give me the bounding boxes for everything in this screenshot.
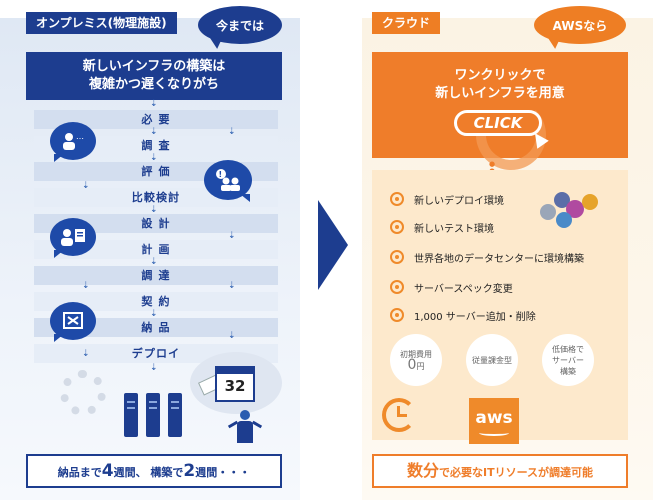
svg-text:…: … xyxy=(76,132,84,141)
target-icon xyxy=(390,280,404,294)
left-bubble-text: 今までは xyxy=(216,17,264,34)
cloud-heading-line1: ワンクリックで xyxy=(372,64,628,83)
step-item: 調 達 xyxy=(34,266,278,285)
people-icon: ! xyxy=(213,168,243,192)
arrow-down-icon: ⇣ xyxy=(150,154,158,163)
right-bubble-text: AWSなら xyxy=(553,17,608,34)
click-button[interactable]: CLICK xyxy=(454,110,542,136)
feature-item: 新しいデプロイ環境 xyxy=(390,190,504,208)
calendar-icon: 32 xyxy=(215,366,255,402)
cloud-heading: ワンクリックで 新しいインフラを用意 CLICK xyxy=(372,52,628,158)
feature-item: サーバースペック変更 xyxy=(390,278,513,296)
person-icon: … xyxy=(60,131,86,151)
gear-icon xyxy=(60,370,106,416)
arrow-down-icon: ⇣ xyxy=(82,182,90,191)
arrow-down-icon: ⇣ xyxy=(150,258,158,267)
onpremise-heading-line1: 新しいインフラの構築は xyxy=(26,58,282,76)
contract-icon xyxy=(62,311,84,331)
arrow-down-icon: ⇣ xyxy=(82,282,90,291)
server-icon xyxy=(124,393,138,437)
arrow-down-icon: ⇣ xyxy=(150,100,158,109)
target-icon xyxy=(390,308,404,322)
arrow-down-icon: ⇣ xyxy=(150,128,158,137)
speech-bubble-icon: ! xyxy=(204,160,252,200)
pay-as-you-go-circle: 従量課金型 xyxy=(466,334,518,386)
server-icon xyxy=(168,393,182,437)
target-icon xyxy=(390,220,404,234)
feature-item: 1,000 サーバー追加・削除 xyxy=(390,306,536,324)
speech-bubble-icon xyxy=(50,302,96,340)
cloud-heading-line2: 新しいインフラを用意 xyxy=(372,82,628,101)
clock-icon xyxy=(382,398,416,432)
initial-cost-circle: 初期費用 0円 xyxy=(390,334,442,386)
target-icon xyxy=(390,192,404,206)
onpremise-footer: 納品まで4週間、 構築で2週間・・・ xyxy=(26,454,282,488)
cloud-tag: クラウド xyxy=(372,12,440,34)
arrow-down-icon: ⇣ xyxy=(150,364,158,373)
arrow-down-icon: ⇣ xyxy=(82,350,90,359)
arrow-down-icon: ⇣ xyxy=(150,206,158,215)
arrow-down-icon: ⇣ xyxy=(228,232,236,241)
low-cost-circle: 低価格で サーバー 構築 xyxy=(542,334,594,386)
confused-person-icon xyxy=(232,410,258,450)
arrow-down-icon: ⇣ xyxy=(228,128,236,137)
arrow-down-icon: ⇣ xyxy=(228,282,236,291)
document-person-icon xyxy=(59,226,87,248)
onpremise-heading-line2: 複雑かつ遅くなりがち xyxy=(26,76,282,94)
transition-arrow-icon xyxy=(318,200,348,290)
left-speech-bubble: 今までは xyxy=(198,6,282,44)
calendar-day: 32 xyxy=(225,377,246,395)
target-icon xyxy=(390,250,404,264)
arrow-down-icon: ⇣ xyxy=(228,332,236,341)
cloud-network-icon xyxy=(536,186,602,230)
feature-item: 世界各地のデータセンターに環境構築 xyxy=(390,248,584,266)
arrow-down-icon: ⇣ xyxy=(150,310,158,319)
speech-bubble-icon xyxy=(50,218,96,256)
onpremise-heading: 新しいインフラの構築は 複雑かつ遅くなりがち xyxy=(26,52,282,100)
aws-logo: aws xyxy=(469,398,519,444)
svg-text:!: ! xyxy=(219,170,223,179)
speech-bubble-icon: … xyxy=(50,122,96,160)
right-speech-bubble: AWSなら xyxy=(534,6,626,44)
server-icon xyxy=(146,393,160,437)
cloud-footer: 数分で必要なITリソースが調達可能 xyxy=(372,454,628,488)
feature-item: 新しいテスト環境 xyxy=(390,218,494,236)
onpremise-tag: オンプレミス(物理施設) xyxy=(26,12,177,34)
